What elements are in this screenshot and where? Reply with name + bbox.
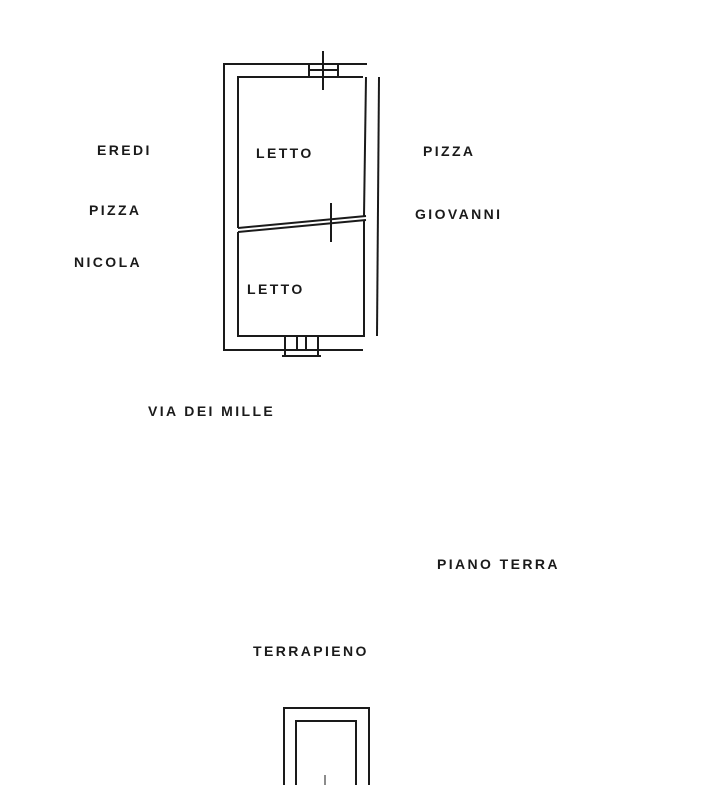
upper-room-right-wall	[363, 76, 367, 217]
upper-room-outline	[237, 76, 363, 228]
label-pizza-right: PIZZA	[423, 143, 476, 159]
label-letto-upper: LETTO	[256, 145, 314, 161]
right-exterior-line	[376, 76, 380, 337]
label-giovanni: GIOVANNI	[415, 206, 503, 222]
partition-wall-b	[237, 219, 367, 233]
label-eredi: EREDI	[97, 142, 152, 158]
label-via-dei-mille: VIA DEI MILLE	[148, 403, 276, 419]
lower-room-outline	[237, 220, 365, 337]
lower-structure-inner	[295, 720, 357, 785]
label-piano-terra: PIANO TERRA	[437, 556, 560, 572]
outer-wall	[223, 63, 367, 351]
label-nicola: NICOLA	[74, 254, 143, 270]
lower-structure-outer	[283, 707, 370, 785]
partition-wall-a	[237, 215, 367, 229]
label-letto-lower: LETTO	[247, 281, 305, 297]
label-pizza-left: PIZZA	[89, 202, 142, 218]
label-terrapieno: TERRAPIENO	[253, 643, 369, 659]
